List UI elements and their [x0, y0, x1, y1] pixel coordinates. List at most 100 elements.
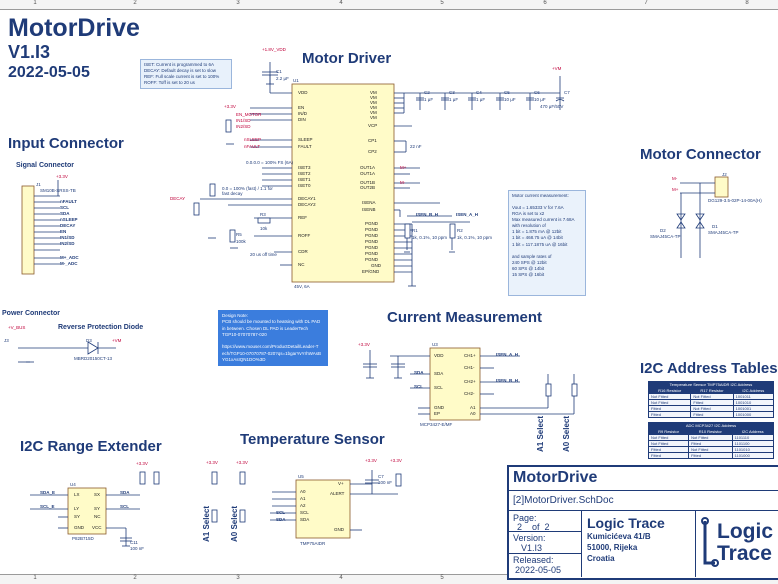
title-block-document: [2]MotorDriver.SchDoc [513, 495, 614, 506]
company-address-3: Croatia [587, 554, 615, 563]
frame-top-ruler: 1 2 3 4 5 6 7 8 [0, 0, 778, 10]
temp-pin-a2: A2 [300, 503, 306, 508]
temp-cap-value: 100 nF [378, 480, 393, 485]
note-line: TGP10-07070787-020 [222, 331, 267, 337]
ext-pin-vcc: VCC [92, 525, 102, 530]
pin-isena: ISENA [362, 200, 376, 205]
section-motor-connector: Motor Connector [640, 146, 761, 163]
company-address-1: Kumicićeva 41/B [587, 532, 651, 541]
net-isen-a: ISEN_A_H [456, 212, 479, 217]
pin-decay2: DECAY2 [298, 202, 316, 207]
net-sda-temp: SDA [276, 517, 286, 522]
net-fault-driver: nFAULT [244, 144, 261, 149]
note-line: in between. Chosen DL PAD is LeaderTech [222, 325, 309, 331]
zone-label: 6 [543, 0, 547, 6]
note-line: PCB should be mounted to heatsing with D… [222, 319, 321, 325]
temp-part: TMP75AIDR [300, 541, 326, 546]
net-scl: SCL [60, 205, 69, 210]
net-sda-ext: SDA [120, 490, 130, 495]
table-cell: Fitted [688, 452, 733, 459]
net-3v3-ext: +3.3V [136, 461, 148, 466]
net-3v3: +3.3V [56, 174, 68, 179]
net-mp-driver: M+ [400, 165, 407, 170]
pin-vm: VM [370, 115, 377, 120]
page-value: 2 of 2 [517, 522, 550, 532]
pin-iset3: ISET3 [298, 165, 311, 170]
net-in1-driver: IN1/SD [236, 118, 251, 123]
table-row: Fitted Fitted 1101000 [647, 452, 775, 459]
note-line: Design Note: [222, 313, 249, 318]
note-line: RGA is set to x2 [512, 211, 545, 217]
zone-label: 1 [33, 0, 37, 6]
note-line: REF: Full scale current is set to 100% [144, 74, 220, 80]
pin-din: DIN [298, 117, 306, 122]
diode-d2: D2 [660, 228, 666, 233]
pin-cdr: CDR [298, 249, 308, 254]
pin-pgnd: PGND [365, 233, 379, 238]
pin-pgnd: PGND [365, 257, 379, 262]
res-sense-b: R1 [412, 228, 418, 233]
iset-config-note: ISET: Current is programmed to 6A DECAY:… [140, 59, 232, 90]
note-line: ech/TGP10-07070787-020?qs=1bgarYvYrhWAsB [222, 350, 322, 356]
net-mm-adc: M-_ADC [60, 261, 78, 266]
power-conn-ref: J3 [4, 338, 9, 343]
temp-pin-gnd: GND [334, 527, 344, 532]
note-line: 240 SPS @ 12bit [512, 259, 547, 265]
pin-in: IN/D [298, 111, 307, 116]
motor-conn-ref: J2 [722, 172, 727, 177]
pin-cp1: CP1 [368, 138, 377, 143]
note-line: 1 bit = 468.75 uA @ 14bit [512, 235, 563, 241]
adc-pin-ch1m: CH1- [464, 365, 475, 370]
temp-cap: C7 [378, 474, 384, 479]
cap-cp: 22 nF [410, 144, 422, 149]
cap-c1-value: 2.2 μF [276, 76, 289, 81]
signal-connector-ref: J1 [36, 182, 41, 187]
cap-bulk-value: 470 μF/50V [540, 104, 564, 109]
net-a1-select-adc: A1 Select [536, 415, 545, 452]
net-en: EN [60, 229, 67, 234]
net-sleep-driver: nSLEEP [244, 137, 262, 142]
zone-label: 5 [440, 575, 444, 581]
net-isen-b-adc: ISEN_B_H [496, 378, 519, 383]
adc-pin-a0: A0 [470, 411, 476, 416]
extender-ref: U4 [70, 482, 76, 487]
diode-d2-part: SMAJ45CA-TP [650, 234, 681, 239]
net-vm-power: +VM [112, 338, 122, 343]
cap-c2: C2 [424, 90, 430, 95]
cap-c6: C6 [534, 90, 540, 95]
pin-vm: VM [370, 105, 377, 110]
section-temperature-sensor: Temperature Sensor [240, 431, 385, 448]
table-cell: Fitted [647, 452, 690, 459]
company-name: Logic Trace [587, 515, 665, 531]
section-motor-driver: Motor Driver [302, 50, 392, 67]
i2c-table-temp: Temperature Sensor TMP75AIDR I2C Address… [647, 381, 775, 418]
net-mm-conn: M- [672, 176, 678, 181]
note-line: https://www.mouser.com/ProductDetail/Lea… [222, 344, 319, 350]
zone-label: 2 [133, 0, 137, 6]
res-roff: R5 [236, 232, 242, 237]
table-cell: Fitted [647, 411, 692, 418]
section-i2c-range-extender: I2C Range Extender [20, 438, 162, 455]
i2c-table-adc: ADC MCP3427 I2C Address R9 Resistor R10 … [647, 422, 775, 459]
pin-pgnd: PGND [365, 227, 379, 232]
res-sense-a: R2 [457, 228, 463, 233]
net-in2: IN2/SD [60, 241, 75, 246]
section-i2c-address-tables: I2C Address Tables [640, 360, 778, 377]
cap-c1: C1 [276, 69, 282, 74]
net-3v3-adc: +3.3V [358, 342, 370, 347]
adc-pin-sda: SDA [434, 371, 444, 376]
net-3v3-temp3: +3.3V [365, 458, 377, 463]
version-label: Version: [513, 533, 546, 543]
cap-c5-value: 10 μF [504, 97, 516, 102]
net-decay-driver: DECAY [170, 196, 186, 201]
version-value: V1.I3 [521, 543, 543, 553]
note-line: ROFF: Toff is set to 20 us [144, 80, 195, 86]
net-3v3-temp1: +3.3V [206, 460, 218, 465]
table-cell: 1101000 [731, 452, 775, 459]
iset-hint: 0.0.0.0 = 100% FS (6A) [246, 160, 294, 165]
ext-pin-sy2: SY [94, 506, 101, 511]
section-signal-connector: Signal Connector [16, 162, 74, 169]
pin-ref: REF [298, 215, 307, 220]
